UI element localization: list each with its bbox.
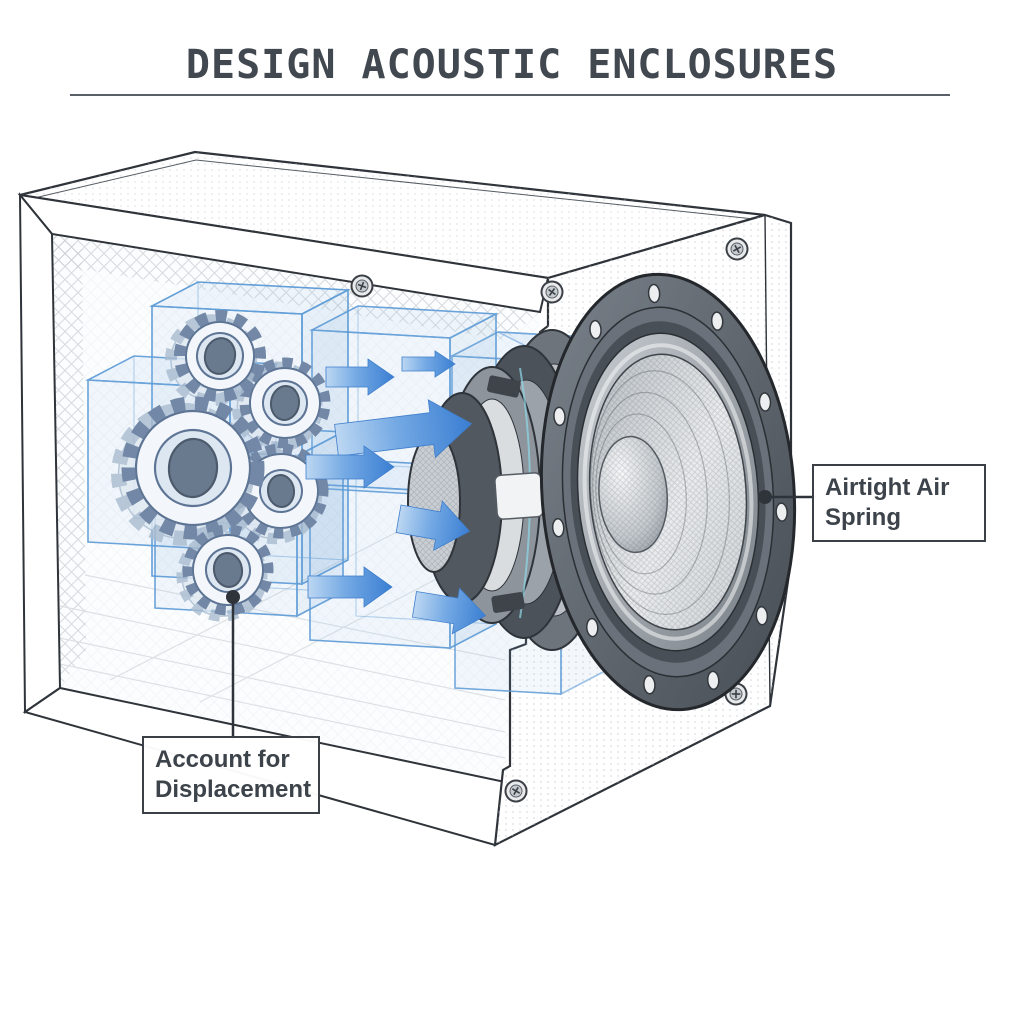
- box-top-texture: [20, 152, 765, 278]
- title-underline: [70, 94, 950, 96]
- rim-screw-holes: [551, 283, 788, 695]
- callout-leaders: [226, 490, 816, 740]
- gear-train: [111, 310, 331, 622]
- cone-rings: [590, 370, 730, 615]
- airflow-arrow: [395, 500, 471, 552]
- callout-dot: [758, 490, 772, 504]
- callout-label-displacement: Account for Displacement: [142, 736, 320, 814]
- gear: [176, 524, 274, 622]
- dust-cap-texture: [598, 436, 668, 553]
- airflow-arrow: [411, 587, 487, 635]
- page-title: DESIGN ACOUSTIC ENCLOSURES: [185, 42, 839, 88]
- gear: [111, 396, 265, 546]
- box-top-ridge: [29, 159, 755, 220]
- terminal-tab: [491, 592, 525, 613]
- callout-dot: [226, 590, 240, 604]
- airflow-arrows: [305, 350, 487, 635]
- airflow-arrow: [401, 350, 456, 378]
- airflow-arrow: [334, 399, 473, 459]
- screw-icon: [350, 274, 374, 298]
- airflow-arrow: [325, 358, 395, 396]
- cone-texture: [589, 354, 747, 630]
- airflow-arrow: [307, 566, 393, 608]
- voice-coil-highlight: [494, 472, 544, 520]
- terminal-tab: [487, 375, 521, 398]
- callout-label-airtight: Airtight Air Spring: [812, 464, 986, 542]
- woofer-driver: [539, 272, 797, 712]
- surround-highlight: [582, 343, 754, 641]
- airflow-arrow: [305, 445, 395, 489]
